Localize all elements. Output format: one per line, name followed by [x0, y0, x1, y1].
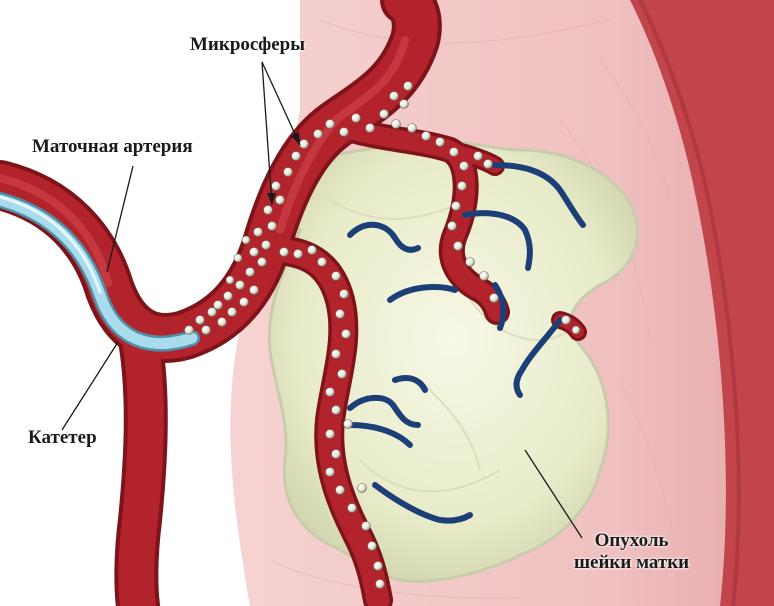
leader-microspheres-b: [262, 62, 300, 145]
label-catheter: Катетер: [28, 427, 97, 449]
label-cervical-tumor: Опухоль шейки матки: [574, 530, 689, 574]
label-microspheres: Микросферы: [190, 34, 305, 56]
leader-catheter: [62, 342, 118, 430]
label-tumor-line1: Опухоль: [574, 530, 689, 552]
label-tumor-line2: шейки матки: [574, 552, 689, 574]
label-uterine-artery: Маточная артерия: [32, 136, 193, 158]
